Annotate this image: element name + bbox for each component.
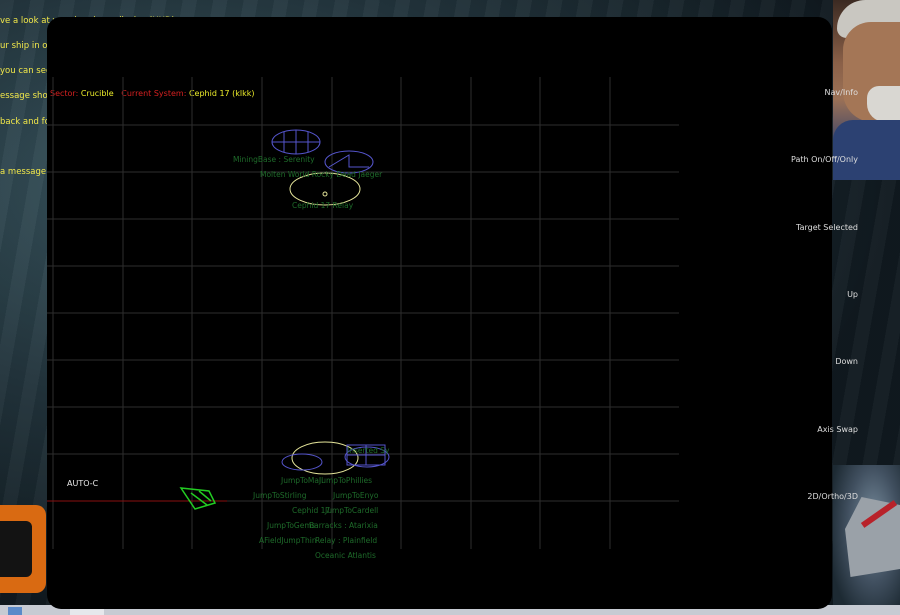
station-serenity[interactable] (271, 129, 321, 155)
planet-molten[interactable] (324, 150, 374, 174)
object-label[interactable]: Oceanic Atlantis (315, 551, 376, 560)
hud-gauge (0, 505, 46, 593)
object-label[interactable]: Cephid 17 (292, 506, 330, 515)
object-label[interactable]: JumpToPhillies (318, 476, 372, 485)
commander-portrait (833, 0, 900, 180)
nav-menu: Nav/Info Path On/Off/Only Target Selecte… (747, 17, 872, 607)
view-mode-button[interactable]: 2D/Ortho/3D (807, 492, 858, 501)
sector-label: Sector: (50, 89, 79, 98)
sector-value: Crucible (80, 89, 114, 98)
ship-viewport (833, 465, 900, 615)
object-label[interactable]: JumpToGems (266, 521, 316, 530)
axis-swap-button[interactable]: Axis Swap (817, 425, 858, 434)
object-label[interactable]: Cephid 17 Relay (292, 201, 354, 210)
start-icon[interactable] (8, 607, 22, 615)
object-label[interactable]: JumpToEnyo (332, 491, 379, 500)
object-label[interactable]: JumpToCardell (324, 506, 378, 515)
nav-map[interactable]: MiningBase : Serenity Molten World Rocky… (47, 17, 832, 609)
target-selected-button[interactable]: Target Selected (796, 223, 858, 232)
nav-computer-panel: Sector: Crucible Current System: Cephid … (47, 17, 858, 609)
object-label[interactable]: JumpToMall (280, 476, 323, 485)
object-label[interactable]: Relay : Plainfield (315, 536, 377, 545)
autopilot-label: AUTO-C (67, 479, 99, 488)
object-label[interactable]: Inserted Sy (347, 446, 390, 455)
object-label[interactable]: AFieldJumpThin (259, 536, 317, 545)
path-toggle-button[interactable]: Path On/Off/Only (790, 155, 858, 164)
location-readout: Sector: Crucible Current System: Cephid … (50, 89, 255, 98)
object-label[interactable]: Molten World Rocky Dead Jaeger (260, 170, 383, 179)
taskbar (0, 605, 900, 615)
nav-info-button[interactable]: Nav/Info (824, 88, 858, 97)
planet-cephid-relay[interactable] (289, 172, 361, 206)
system-value: Cephid 17 (klkk) (188, 89, 255, 98)
taskbar-button[interactable] (70, 606, 104, 615)
up-button[interactable]: Up (847, 290, 858, 299)
object-label[interactable]: Barracks : Atarixia (309, 521, 378, 530)
jump-cluster[interactable] (281, 441, 390, 475)
object-label[interactable]: JumpToStirling (252, 491, 307, 500)
system-label: Current System: (121, 89, 187, 98)
object-label[interactable]: MiningBase : Serenity (233, 155, 315, 164)
player-ship-icon[interactable] (179, 487, 217, 510)
down-button[interactable]: Down (835, 357, 858, 366)
map-grid (47, 77, 679, 549)
